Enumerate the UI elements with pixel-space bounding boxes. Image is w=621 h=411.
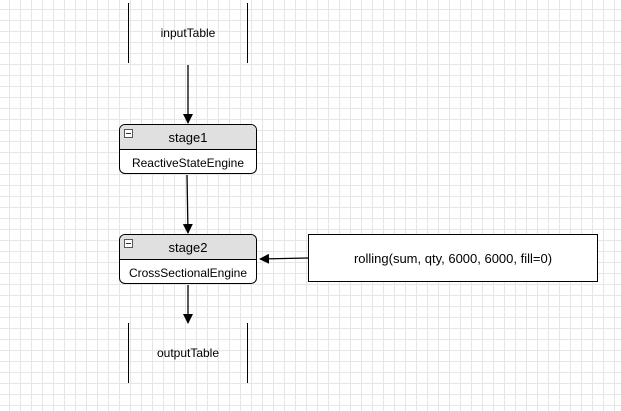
stage1-body: ReactiveStateEngine	[120, 150, 256, 173]
rolling-note-node[interactable]: rolling(sum, qty, 6000, 6000, fill=0)	[308, 234, 598, 282]
collapse-icon[interactable]	[124, 239, 133, 248]
stage1-node[interactable]: stage1 ReactiveStateEngine	[119, 124, 257, 174]
stage2-node[interactable]: stage2 CrossSectionalEngine	[119, 234, 257, 284]
input-table-label: inputTable	[160, 26, 216, 40]
stage2-header: stage2	[120, 235, 256, 260]
datastore-right-border	[247, 323, 248, 383]
edge-stage1-to-stage2	[182, 174, 193, 234]
datastore-right-border	[247, 3, 248, 63]
rolling-note-text: rolling(sum, qty, 6000, 6000, fill=0)	[353, 250, 553, 266]
collapse-icon[interactable]	[124, 129, 133, 138]
stage1-header: stage1	[120, 125, 256, 150]
stage2-title: stage2	[168, 239, 208, 255]
output-table-node[interactable]: outputTable	[128, 323, 248, 383]
stage1-engine: ReactiveStateEngine	[131, 155, 245, 170]
datastore-left-border	[128, 3, 129, 63]
stage2-engine: CrossSectionalEngine	[128, 265, 248, 280]
edge-note-to-stage2	[259, 253, 309, 264]
datastore-left-border	[128, 323, 129, 383]
input-table-node[interactable]: inputTable	[128, 3, 248, 63]
stage1-title: stage1	[168, 129, 208, 145]
stage2-body: CrossSectionalEngine	[120, 260, 256, 283]
output-table-label: outputTable	[156, 346, 220, 360]
